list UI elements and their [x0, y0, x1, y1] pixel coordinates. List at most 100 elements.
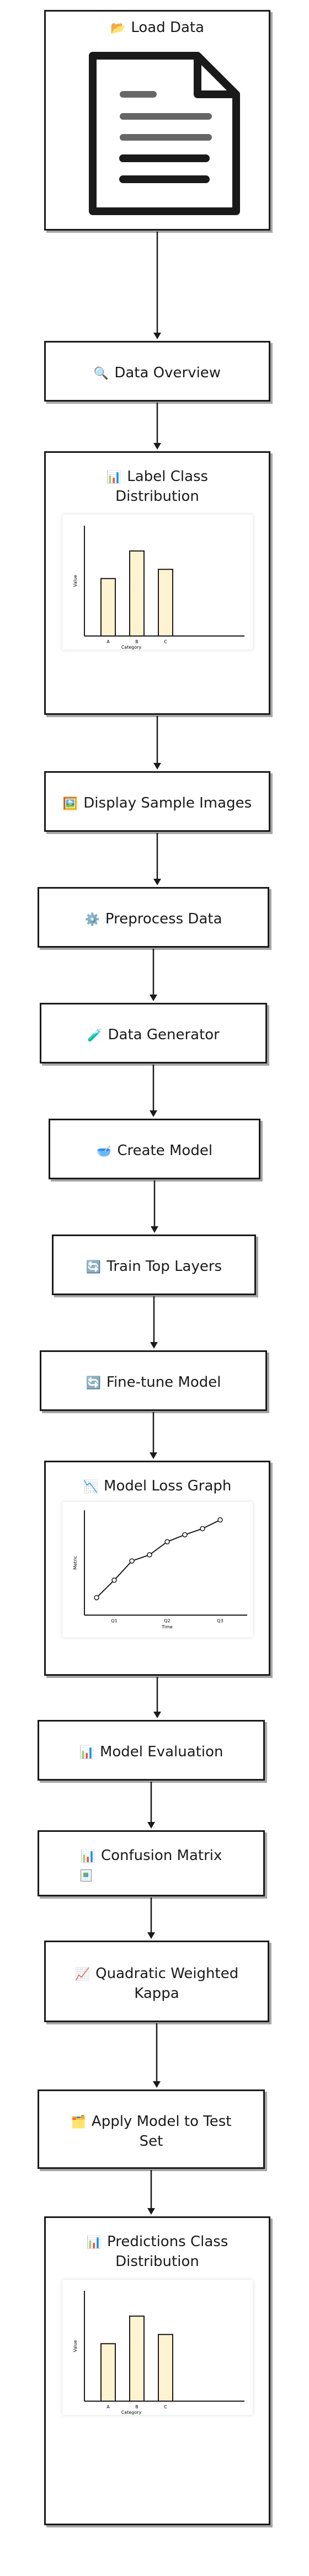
- arrow-head: [153, 1712, 161, 1718]
- arrow-head: [147, 1932, 155, 1939]
- node-label: Create Model: [117, 1142, 213, 1159]
- node-label: Data Generator: [108, 1027, 220, 1043]
- node-title: 📉Model Loss Graph: [46, 1477, 269, 1497]
- document-icon: [89, 52, 240, 215]
- node-title: 🔍 Data Overview: [46, 364, 269, 383]
- line-chart-down-icon: 📉: [83, 1480, 99, 1494]
- bar-chart-icon: 📊: [106, 471, 122, 484]
- picture-icon: 🖼️: [62, 797, 78, 811]
- y-axis-label: Value: [73, 2340, 78, 2352]
- node-train: 🔄Train Top Layers: [52, 1234, 256, 1295]
- arrow-head: [153, 2081, 161, 2088]
- bar-chart-icon: 📊: [79, 1746, 94, 1760]
- tick-label: Q1: [111, 1618, 117, 1623]
- node-label-line2: Distribution: [115, 488, 199, 505]
- line-chart-up-icon: 📈: [74, 1968, 90, 1981]
- node-title: 🧪 Data Generator: [41, 1025, 265, 1045]
- bar-A: [100, 578, 116, 637]
- node-title: 🖼️ Display Sample Images: [46, 794, 269, 814]
- tick-label: A: [106, 2404, 110, 2409]
- node-label: Train Top Layers: [106, 1258, 222, 1275]
- x-axis-label: Category: [121, 645, 142, 650]
- node-label-line2: Kappa: [134, 1985, 179, 2002]
- tick-label: A: [106, 639, 110, 644]
- node-label: Data Overview: [114, 365, 221, 381]
- arrow-head: [153, 763, 161, 769]
- node-label: Display Sample Images: [83, 795, 252, 811]
- node-label-line1: Apply Model to Test: [91, 2113, 232, 2130]
- node-title: 📂 Load Data: [46, 18, 269, 38]
- data-point: [182, 1532, 188, 1538]
- data-point: [147, 1552, 152, 1558]
- chart-panel: A B C Category Value: [62, 515, 253, 650]
- x-axis-label: Time: [161, 1624, 173, 1629]
- magnifier-icon: 🔍: [93, 367, 109, 381]
- node-title: 📊 Confusion Matrix: [39, 1846, 263, 1866]
- arrow-head: [153, 443, 161, 450]
- data-point: [164, 1539, 170, 1544]
- bowl-icon: 🥣: [96, 1145, 112, 1158]
- node-title: 🥣 Create Model: [50, 1141, 259, 1161]
- data-point: [200, 1526, 205, 1531]
- data-point: [217, 1517, 223, 1523]
- folder-icon: 📂: [110, 22, 126, 35]
- node-title: ⚙️ Preprocess Data: [39, 910, 268, 929]
- bar-C: [158, 569, 173, 637]
- node-finetune: 🔄Fine-tune Model: [40, 1350, 267, 1411]
- arrow-head: [150, 1342, 158, 1349]
- card-file-icon: 🗂️: [71, 2115, 86, 2129]
- data-point: [129, 1558, 135, 1564]
- bar-chart-icon: 📊: [80, 1850, 95, 1863]
- test-tube-icon: 🧪: [87, 1029, 103, 1043]
- node-label: Preprocess Data: [105, 911, 222, 927]
- tick-label: B: [135, 2404, 138, 2409]
- y-axis-label: Value: [73, 575, 78, 587]
- arrow-head: [147, 1822, 155, 1829]
- node-title: 📊 Model Evaluation: [39, 1743, 263, 1762]
- y-axis-label: Metric: [73, 1556, 78, 1570]
- broken-image-icon: [81, 1869, 92, 1882]
- node-generator: 🧪 Data Generator: [40, 1003, 267, 1063]
- node-label: Confusion Matrix: [100, 1847, 222, 1864]
- bar-chart-icon: 📊: [86, 2236, 102, 2249]
- refresh-icon: 🔄: [86, 1376, 101, 1390]
- node-display: 🖼️ Display Sample Images: [44, 771, 270, 832]
- node-title: 🔄Fine-tune Model: [41, 1373, 265, 1393]
- node-label-line2: Set: [139, 2133, 163, 2150]
- tick-label: Q3: [217, 1618, 223, 1623]
- node-overview: 🔍 Data Overview: [44, 341, 270, 402]
- node-create: 🥣 Create Model: [49, 1119, 260, 1179]
- bar-B: [129, 550, 145, 637]
- arrow-head: [150, 995, 157, 1001]
- bar-B: [129, 2315, 145, 2402]
- node-label-line1: Quadratic Weighted: [95, 1965, 239, 1982]
- tick-label: C: [164, 639, 167, 644]
- tick-label: B: [135, 639, 138, 644]
- gear-icon: ⚙️: [84, 913, 100, 927]
- node-label: Model Evaluation: [99, 1744, 223, 1760]
- arrow-head: [147, 2208, 155, 2215]
- arrow-head: [151, 1226, 158, 1233]
- arrow-head: [150, 1110, 157, 1117]
- node-confusion: 📊 Confusion Matrix: [38, 1830, 265, 1896]
- node-label-line1: Label Class: [127, 468, 209, 485]
- bar-A: [100, 2343, 116, 2402]
- node-label-line1: Predictions Class: [107, 2233, 228, 2250]
- node-label-line2: Distribution: [115, 2253, 199, 2270]
- arrow-head: [153, 879, 161, 885]
- arrow-head: [153, 333, 161, 339]
- node-load: 📂 Load Data: [44, 10, 270, 231]
- node-label: Load Data: [131, 19, 205, 36]
- node-title: 🔄Train Top Layers: [54, 1257, 254, 1277]
